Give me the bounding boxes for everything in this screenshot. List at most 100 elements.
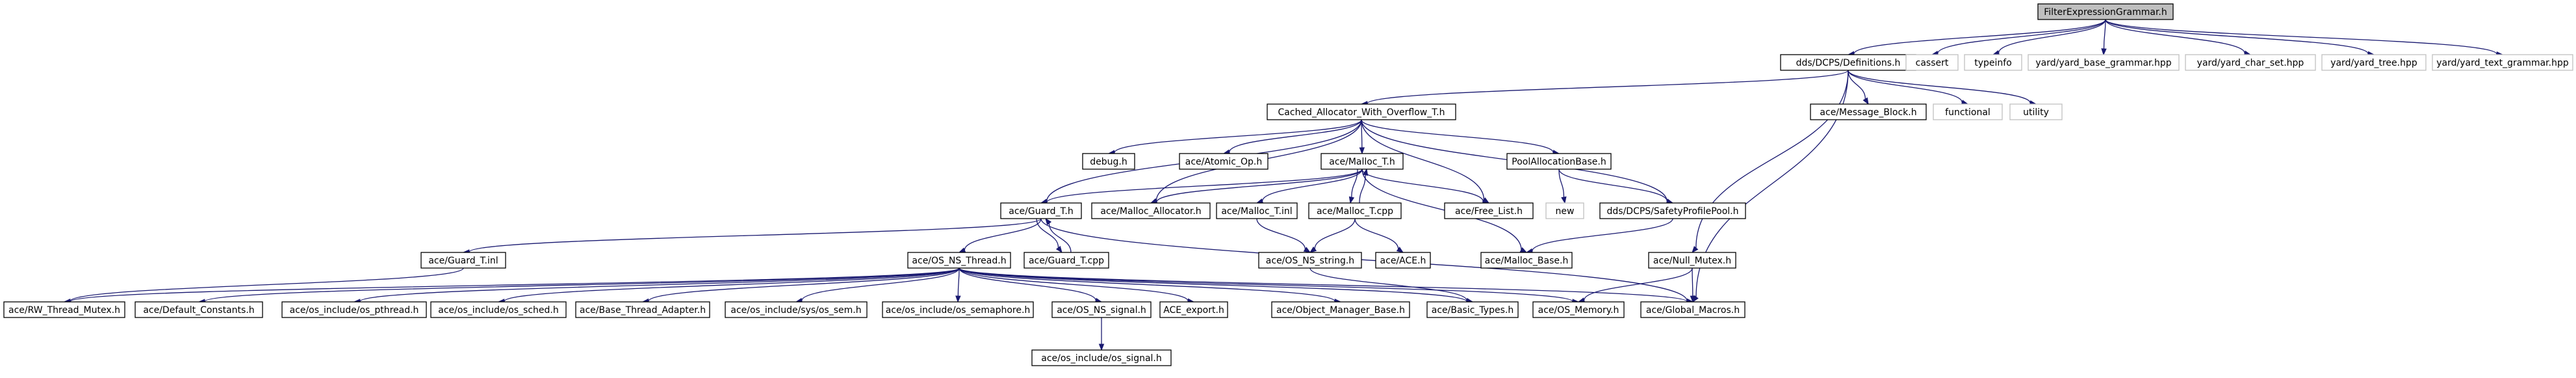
node-box-freelist[interactable]: [1444, 202, 1534, 219]
node-pthread[interactable]: ace/os_include/os_pthread.h: [281, 301, 427, 318]
node-box-semaphore[interactable]: [882, 301, 1034, 318]
node-aceh[interactable]: ace/ACE.h: [1375, 252, 1431, 269]
node-label-guardT: ace/Guard_T.h: [1009, 206, 1074, 217]
edge-definitions-to-functional: [1848, 70, 1963, 103]
graph-nodes: FilterExpressionGrammar.h dds/DCPS/Defini…: [3, 3, 2573, 366]
node-box-mallocalloc[interactable]: [1091, 202, 1211, 219]
node-msgblock[interactable]: ace/Message_Block.h: [1810, 103, 1927, 120]
node-box-root[interactable]: [2037, 3, 2174, 20]
node-basictypes[interactable]: ace/Basic_Types.h: [1426, 301, 1519, 318]
edge-root-to-cassert: [1937, 19, 2106, 54]
node-box-mallocTcpp[interactable]: [1308, 202, 1402, 219]
node-safety[interactable]: dds/DCPS/SafetyProfilePool.h: [1599, 202, 1746, 219]
node-guardTcpp[interactable]: ace/Guard_T.cpp: [1024, 252, 1109, 269]
node-box-guardTinl[interactable]: [420, 252, 506, 269]
node-box-osnsthread[interactable]: [907, 252, 1011, 269]
node-box-aceh[interactable]: [1375, 252, 1431, 269]
node-label-guardTinl: ace/Guard_T.inl: [428, 256, 498, 266]
node-box-ossignal[interactable]: [1031, 349, 1172, 366]
node-label-mallocT: ace/Malloc_T.h: [1329, 157, 1395, 167]
node-poolalloc[interactable]: PoolAllocationBase.h: [1506, 153, 1612, 170]
node-box-pthread[interactable]: [281, 301, 427, 318]
edge-guardT-to-osnsthread: [964, 218, 1042, 250]
node-box-typeinfo: [1964, 54, 2022, 71]
node-syssem[interactable]: ace/os_include/sys/os_sem.h: [725, 301, 868, 318]
node-semaphore[interactable]: ace/os_include/os_semaphore.h: [882, 301, 1034, 318]
node-osmemory[interactable]: ace/OS_Memory.h: [1532, 301, 1625, 318]
node-aceexport[interactable]: ACE_export.h: [1159, 301, 1228, 318]
node-osnssignal[interactable]: ace/OS_NS_signal.h: [1051, 301, 1152, 318]
edge-guardT-to-globalmacros: [1040, 218, 1688, 301]
node-box-guardTcpp[interactable]: [1024, 252, 1109, 269]
node-debug[interactable]: debug.h: [1082, 153, 1135, 170]
node-label-syssem: ace/os_include/sys/os_sem.h: [730, 305, 861, 316]
node-defconst[interactable]: ace/Default_Constants.h: [135, 301, 263, 318]
node-box-poolalloc[interactable]: [1506, 153, 1612, 170]
node-box-atomic[interactable]: [1179, 153, 1269, 170]
node-definitions[interactable]: dds/DCPS/Definitions.h: [1780, 54, 1916, 71]
arrowhead-osnssignal-to-ossignal: [1098, 344, 1105, 351]
edge-osnsthread-to-syssem: [801, 267, 960, 301]
node-box-aceexport[interactable]: [1159, 301, 1228, 318]
edge-osnsthread-to-objmgr: [959, 267, 1335, 302]
node-box-rwmutex[interactable]: [3, 301, 125, 318]
node-box-msgblock[interactable]: [1810, 103, 1927, 120]
arrowhead-root-to-yard_base: [2101, 48, 2107, 56]
node-root[interactable]: FilterExpressionGrammar.h: [2037, 3, 2174, 20]
node-ossignal[interactable]: ace/os_include/os_signal.h: [1031, 349, 1172, 366]
node-box-basethread[interactable]: [575, 301, 710, 318]
node-nullmutex[interactable]: ace/Null_Mutex.h: [1648, 252, 1736, 269]
node-mallocTinl[interactable]: ace/Malloc_T.inl: [1216, 202, 1298, 219]
node-basethread[interactable]: ace/Base_Thread_Adapter.h: [575, 301, 710, 318]
node-box-debug[interactable]: [1082, 153, 1135, 170]
node-label-osmemory: ace/OS_Memory.h: [1538, 305, 1619, 316]
node-box-safety[interactable]: [1599, 202, 1746, 219]
node-box-guardT[interactable]: [1000, 202, 1082, 219]
node-rwmutex[interactable]: ace/RW_Thread_Mutex.h: [3, 301, 125, 318]
edge-osnsthread-to-osmemory: [959, 267, 1573, 303]
node-box-yard_base: [2028, 54, 2180, 71]
node-box-syssem[interactable]: [725, 301, 868, 318]
node-label-rwmutex: ace/RW_Thread_Mutex.h: [8, 305, 120, 316]
arrowhead-osnsthread-to-semaphore: [955, 295, 961, 303]
node-box-mallocT[interactable]: [1320, 153, 1404, 170]
node-mallocbase[interactable]: ace/Malloc_Base.h: [1480, 252, 1573, 269]
edge-root-to-yard_text: [2105, 19, 2497, 55]
node-atomic[interactable]: ace/Atomic_Op.h: [1179, 153, 1269, 170]
node-box-basictypes[interactable]: [1426, 301, 1519, 318]
node-box-sched[interactable]: [430, 301, 567, 318]
node-label-objmgr: ace/Object_Manager_Base.h: [1276, 305, 1405, 316]
node-label-mallocTcpp: ace/Malloc_T.cpp: [1317, 206, 1393, 217]
node-mallocTcpp[interactable]: ace/Malloc_T.cpp: [1308, 202, 1402, 219]
node-objmgr[interactable]: ace/Object_Manager_Base.h: [1271, 301, 1410, 318]
node-globalmacros[interactable]: ace/Global_Macros.h: [1640, 301, 1745, 318]
node-osnsthread[interactable]: ace/OS_NS_Thread.h: [907, 252, 1011, 269]
node-guardTinl[interactable]: ace/Guard_T.inl: [420, 252, 506, 269]
node-box-mallocbase[interactable]: [1480, 252, 1573, 269]
node-box-defconst[interactable]: [135, 301, 263, 318]
node-box-osnsstring[interactable]: [1258, 252, 1362, 269]
arrowhead-mallocT-to-mallocTcpp: [1348, 196, 1355, 204]
node-guardT[interactable]: ace/Guard_T.h: [1000, 202, 1082, 219]
node-box-nullmutex[interactable]: [1648, 252, 1736, 269]
edge-definitions-to-msgblock: [1848, 70, 1866, 100]
edge-mallocT-to-mallocalloc: [1156, 169, 1363, 202]
edge-osnsthread-to-aceexport: [959, 267, 1189, 302]
node-box-osmemory[interactable]: [1532, 301, 1625, 318]
node-cached[interactable]: Cached_Allocator_With_Overflow_T.h: [1267, 103, 1456, 120]
node-mallocT[interactable]: ace/Malloc_T.h: [1320, 153, 1404, 170]
node-box-cached[interactable]: [1267, 103, 1456, 120]
node-mallocalloc[interactable]: ace/Malloc_Allocator.h: [1091, 202, 1211, 219]
node-yard_text: yard/yard_text_grammar.hpp: [2432, 54, 2573, 71]
node-box-mallocTinl[interactable]: [1216, 202, 1298, 219]
node-box-objmgr[interactable]: [1271, 301, 1410, 318]
node-box-osnssignal[interactable]: [1051, 301, 1152, 318]
node-label-root: FilterExpressionGrammar.h: [2044, 7, 2167, 18]
node-sched[interactable]: ace/os_include/os_sched.h: [430, 301, 567, 318]
node-freelist[interactable]: ace/Free_List.h: [1444, 202, 1534, 219]
node-box-definitions[interactable]: [1780, 54, 1916, 71]
node-box-globalmacros[interactable]: [1640, 301, 1745, 318]
arrowhead-poolalloc-to-new: [1561, 196, 1567, 204]
node-osnsstring[interactable]: ace/OS_NS_string.h: [1258, 252, 1362, 269]
node-label-yard_text: yard/yard_text_grammar.hpp: [2436, 58, 2569, 68]
